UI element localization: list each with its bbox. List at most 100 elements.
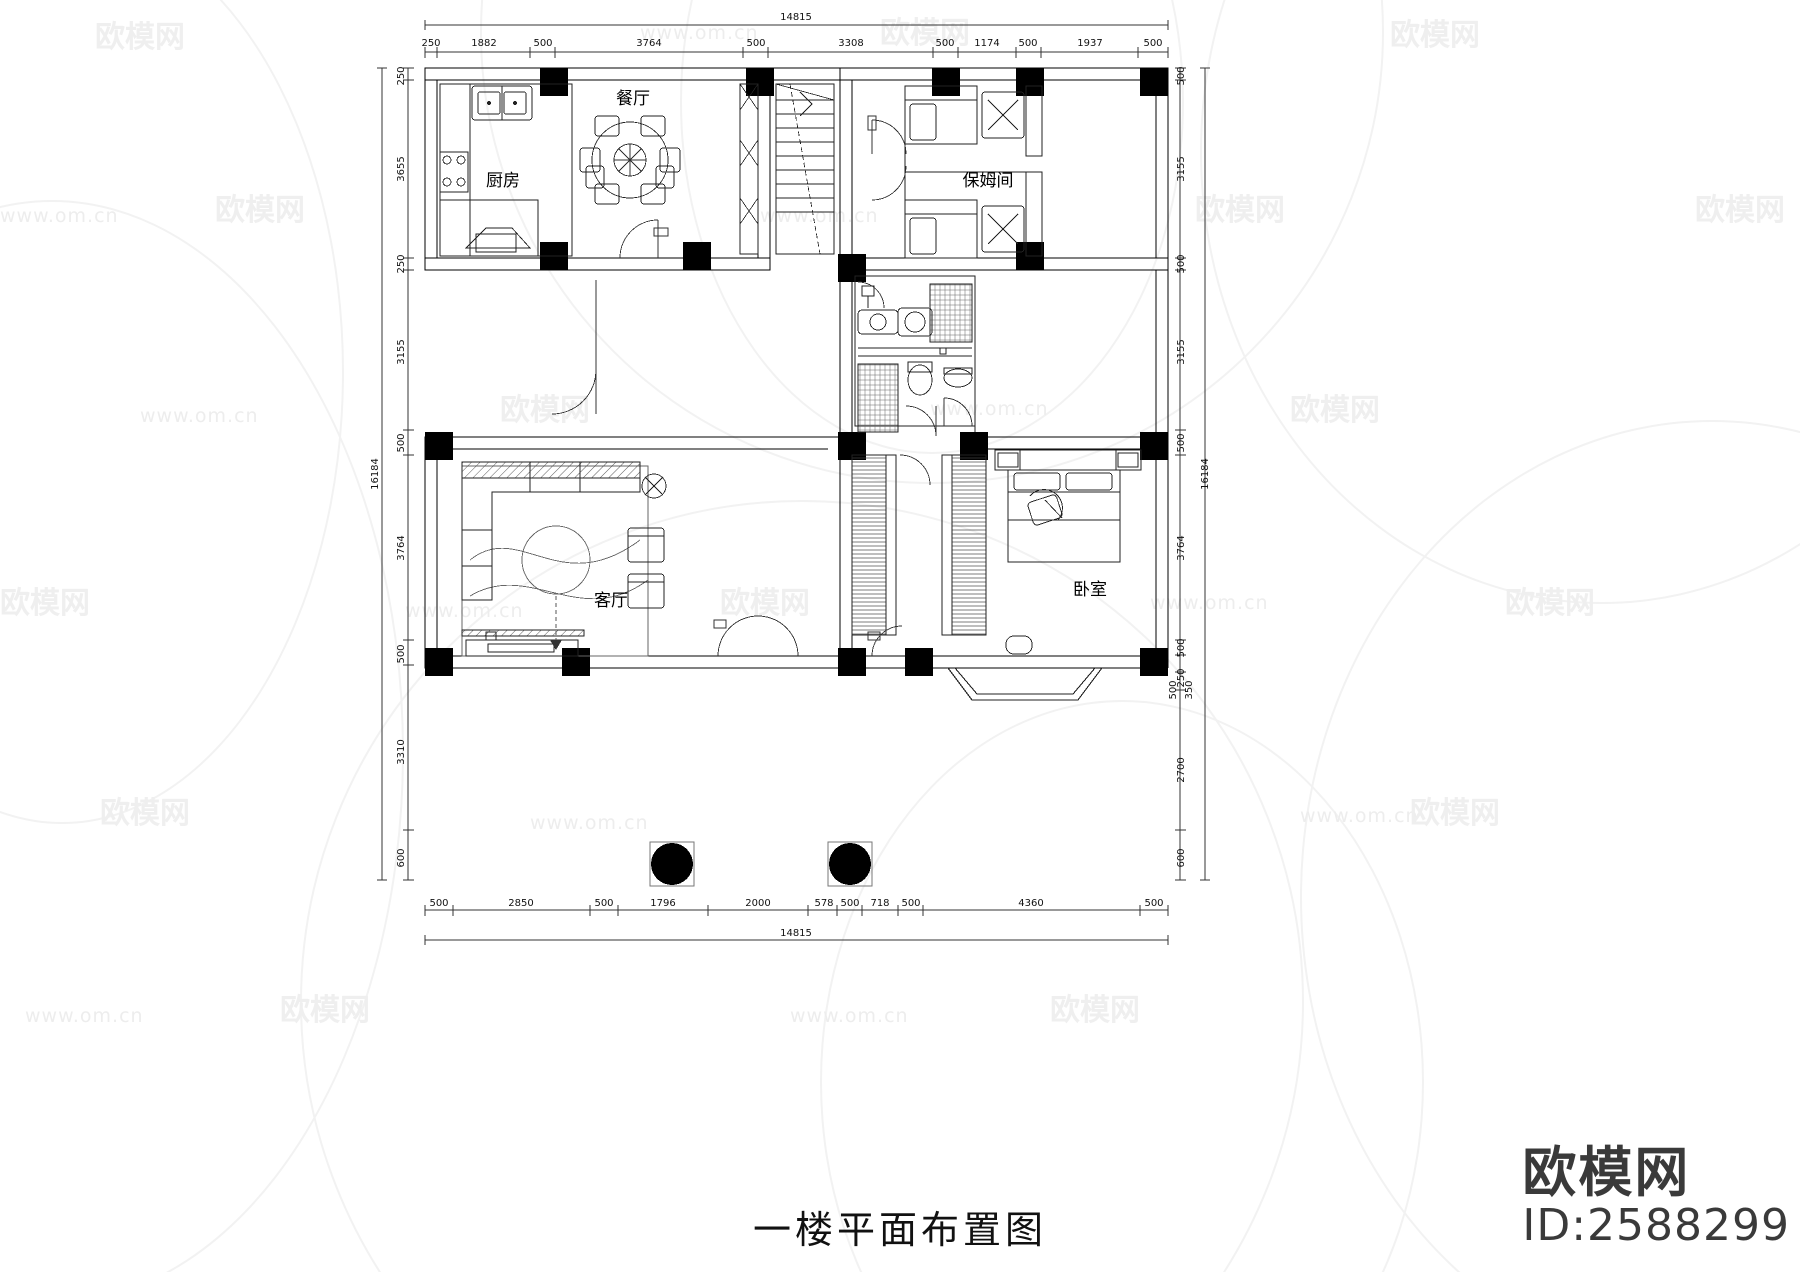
drawing-title: 一楼平面布置图 [752,1208,1047,1252]
dim-top-10: 1937 [1077,38,1102,49]
dim-right-6: 3764 [1176,535,1187,560]
watermark-logo: 欧模网 [1050,993,1140,1028]
dim-left-7: 500 [396,644,407,663]
dim-right-12: 600 [1176,848,1187,867]
dim-bottom-2: 2850 [508,898,533,909]
dim-bottom-8: 718 [870,898,889,909]
watermark-logo: 欧模网 [500,393,590,428]
dim-top-9: 500 [1018,38,1037,49]
bedroom-bay-window [947,667,1103,701]
dim-right-2: 3155 [1176,156,1187,181]
dimension-lines [377,20,1210,945]
watermark-logo: 欧模网 [1195,193,1285,228]
watermark-url: www.om.cn [930,398,1049,420]
bedroom-furniture [994,449,1142,655]
dim-right-5: 500 [1176,433,1187,452]
staircase [775,83,835,255]
watermark-url: www.om.cn [1150,592,1269,614]
structural-columns [425,68,1168,676]
dim-right-4: 3155 [1176,339,1187,364]
watermark-logo: 欧模网 [1410,796,1500,831]
dim-top-total: 14815 [780,12,812,23]
dim-top-6: 3308 [838,38,863,49]
dim-left-2: 3655 [396,156,407,181]
room-label-maid: 保姆间 [963,171,1014,191]
dim-right-11: 2700 [1176,757,1187,782]
watermark-logo: 欧模网 [880,16,970,51]
watermark-logo: 欧模网 [95,20,185,55]
watermark-url: www.om.cn [790,1005,909,1027]
maid-room-doors [867,115,907,201]
stair-shaft-left [739,83,759,255]
dim-bottom-6: 578 [814,898,833,909]
watermark-logo: 欧模网 [1695,193,1785,228]
dim-bottom-3: 500 [594,898,613,909]
watermark-url: www.om.cn [530,812,649,834]
dim-right-9: 350 [1184,680,1195,699]
dim-left-8: 3310 [396,739,407,764]
dim-top-3: 500 [533,38,552,49]
watermark-url: www.om.cn [0,205,119,227]
living-room-doors [551,280,903,657]
dim-right-10: 500 [1168,680,1179,699]
room-label-dining: 餐厅 [616,89,650,109]
dim-bottom-total: 14815 [780,928,812,939]
watermark-logo: 欧模网 [720,586,810,621]
dim-top-2: 1882 [471,38,496,49]
room-label-bedroom: 卧室 [1073,580,1107,600]
dim-bottom-1: 500 [429,898,448,909]
room-label-living: 客厅 [594,591,628,611]
brand-id: ID:2588299 [1522,1199,1790,1251]
dim-right-8: 250 [1176,668,1187,687]
watermark-logo: 欧模网 [0,586,90,621]
dim-left-1: 250 [396,66,407,85]
kitchen-fixtures [439,83,573,257]
watermark-url: www.om.cn [25,1005,144,1027]
watermark-logo: 欧模网 [1505,586,1595,621]
dim-top-8: 1174 [974,38,999,49]
dining-table-set [579,115,681,205]
dim-bottom-10: 4360 [1018,898,1043,909]
dim-bottom-7: 500 [840,898,859,909]
room-label-kitchen: 厨房 [486,171,520,191]
dim-top-7: 500 [935,38,954,49]
watermark-logo: 欧模网 [1390,18,1480,53]
dim-bottom-4: 1796 [650,898,675,909]
dim-right-3: 500 [1176,254,1187,273]
wall-openings [620,130,865,269]
watermark-logo: 欧模网 [1290,393,1380,428]
dim-left-5: 500 [396,433,407,452]
dim-bottom-11: 500 [1144,898,1163,909]
dim-left-3: 250 [396,254,407,273]
bathroom-core [854,275,976,433]
bathroom-doors [857,281,973,437]
watermark-url: www.om.cn [1300,805,1419,827]
site-posts [649,841,873,887]
room-labels: 厨房 餐厅 保姆间 客厅 卧室 [486,89,1107,611]
dim-left-6: 3764 [396,535,407,560]
dim-left-9: 600 [396,848,407,867]
watermark-logo: 欧模网 [280,993,370,1028]
brand-block: 欧模网 ID:2588299 [1522,1140,1790,1251]
kitchen-door [619,219,669,259]
watermark-url: www.om.cn [640,22,759,44]
living-room-furniture [461,461,667,657]
dim-right-7: 500 [1176,638,1187,657]
watermark-logo: 欧模网 [100,796,190,831]
dim-bottom-5: 2000 [745,898,770,909]
dimension-text: 14815 250 1882 500 3764 500 3308 500 117… [370,12,1211,939]
dim-top-4: 3764 [636,38,661,49]
dim-top-5: 500 [746,38,765,49]
maid-room-beds [904,85,1043,259]
dim-top-1: 250 [421,38,440,49]
wardrobe-closets [851,454,987,636]
watermark-url: www.om.cn [405,600,524,622]
dim-bottom-9: 500 [901,898,920,909]
brand-name: 欧模网 [1522,1140,1691,1204]
dim-top-11: 500 [1143,38,1162,49]
dim-right-1: 500 [1176,66,1187,85]
dim-left-total: 16184 [370,458,381,490]
